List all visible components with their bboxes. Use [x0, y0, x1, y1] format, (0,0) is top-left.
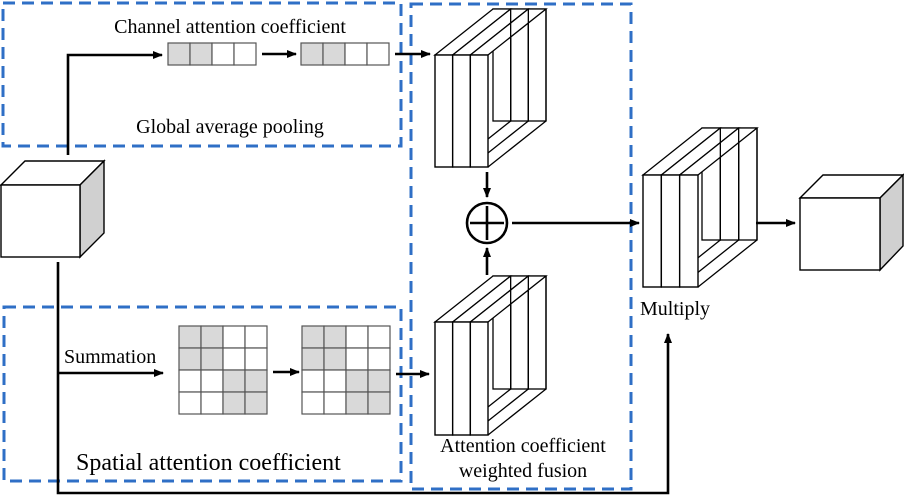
- arrow-to-channel-vector: [66, 51, 163, 155]
- grid-cell: [222, 347, 246, 371]
- slice-front: [434, 321, 454, 436]
- vector-cell: [167, 42, 191, 66]
- grid-cell: [323, 325, 347, 349]
- slice-edge: [487, 388, 547, 436]
- fusion-box: [409, 2, 633, 491]
- vector-cell: [344, 42, 368, 66]
- channel-weighted-stack: [433, 8, 548, 168]
- grid-cell: [244, 369, 268, 393]
- slice-front: [451, 54, 472, 168]
- grid-cell: [178, 347, 202, 371]
- slice-front: [451, 321, 472, 436]
- grid-cell: [200, 347, 224, 371]
- spatial-grid: [178, 325, 268, 415]
- grid-cell: [178, 391, 202, 415]
- fusion-label-line2: weighted fusion: [459, 460, 587, 482]
- vector-cell: [322, 42, 346, 66]
- grid-cell: [301, 369, 325, 393]
- spatial-weighted-stack: [433, 275, 548, 436]
- slice-front: [469, 321, 489, 436]
- grid-cell: [367, 391, 391, 415]
- slice-front: [678, 174, 699, 288]
- spatial-grid: [301, 325, 391, 415]
- slice-back: [738, 127, 758, 241]
- grid-cell: [301, 347, 325, 371]
- grid-cell: [323, 391, 347, 415]
- global-average-pooling-label: Global average pooling: [136, 116, 324, 138]
- channel-vector: [167, 42, 257, 66]
- grid-cell: [345, 391, 369, 415]
- slice-front: [642, 174, 663, 288]
- fused-stack: [641, 127, 759, 288]
- grid-cell: [200, 325, 224, 349]
- grid-cell: [222, 369, 246, 393]
- grid-cell: [367, 369, 391, 393]
- multiply-label: Multiply: [640, 298, 710, 320]
- grid-cell: [178, 325, 202, 349]
- spatial-branch-box: [2, 305, 403, 483]
- slice-back: [527, 275, 547, 390]
- channel-attention-label: Channel attention coefficient: [114, 16, 346, 38]
- grid-cell: [244, 325, 268, 349]
- vector-cell: [211, 42, 235, 66]
- grid-cell: [301, 325, 325, 349]
- slice-back: [527, 8, 547, 122]
- grid-cell: [345, 347, 369, 371]
- grid-cell: [367, 347, 391, 371]
- grid-cell: [200, 369, 224, 393]
- slice-edge: [697, 239, 758, 288]
- grid-cell: [323, 369, 347, 393]
- grid-cell: [244, 391, 268, 415]
- grid-cell: [200, 391, 224, 415]
- channel-vector: [300, 42, 390, 66]
- grid-cell: [244, 347, 268, 371]
- grid-cell: [178, 369, 202, 393]
- grid-cell: [222, 325, 246, 349]
- slice-front: [469, 54, 489, 168]
- summation-label: Summation: [64, 346, 156, 368]
- element-wise-sum-icon: [465, 201, 509, 245]
- grid-cell: [345, 369, 369, 393]
- vector-cell: [366, 42, 390, 66]
- vector-cell: [189, 42, 213, 66]
- grid-cell: [345, 325, 369, 349]
- spatial-attention-label: Spatial attention coefficient: [76, 450, 341, 476]
- grid-cell: [222, 391, 246, 415]
- spatial-attention-grids: [178, 325, 391, 415]
- output-feature-map-cube: [798, 173, 904, 272]
- slice-front: [434, 54, 454, 168]
- grid-cell: [367, 325, 391, 349]
- fusion-label-line1: Attention coefficient: [440, 435, 606, 457]
- slice-front: [660, 174, 681, 288]
- connectors: [56, 50, 796, 495]
- channel-attention-vectors: [167, 42, 390, 66]
- vector-cell: [233, 42, 257, 66]
- grid-cell: [301, 391, 325, 415]
- channel-branch-box: [1, 1, 403, 148]
- arrow-skip-to-multiply: [56, 262, 672, 495]
- slice-edge: [487, 120, 547, 168]
- grid-cell: [323, 347, 347, 371]
- input-feature-map-cube: [0, 159, 106, 259]
- vector-cell: [300, 42, 324, 66]
